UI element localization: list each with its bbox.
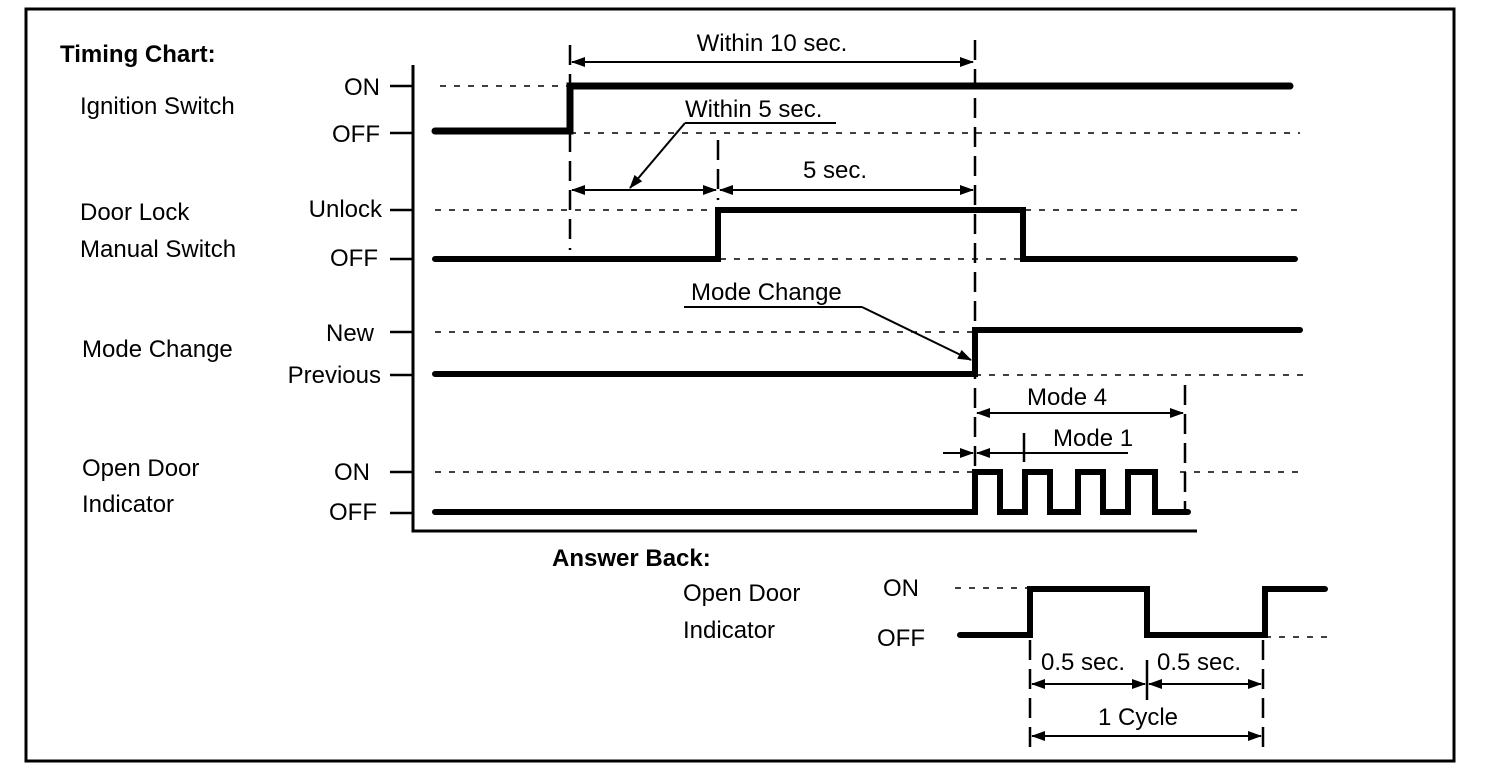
within-10-sec-label: Within 10 sec.	[697, 30, 848, 57]
mode-previous-level: Previous	[288, 362, 381, 389]
chart-axes	[411, 65, 1197, 533]
event-markers	[568, 40, 1187, 510]
mode-change-callout-label: Mode Change	[691, 279, 842, 306]
timing-chart-title: Timing Chart:	[60, 41, 216, 68]
open-door-waveform	[432, 469, 1191, 515]
ignition-switch-label: Ignition Switch	[80, 93, 235, 120]
answer-back-off-level: OFF	[877, 625, 925, 652]
five-sec-label: 5 sec.	[803, 157, 867, 184]
answer-back-indicator-label-1: Open Door	[683, 580, 800, 607]
mode-change-callout-leader	[861, 306, 972, 361]
open-door-label-2: Indicator	[82, 491, 174, 518]
reference-dashes	[435, 85, 1310, 473]
door-lock-unlock-level: Unlock	[309, 196, 383, 223]
level-ticks	[390, 84, 413, 515]
answer-back-on-level: ON	[883, 575, 919, 602]
answer-back-indicator-label-2: Indicator	[683, 617, 775, 644]
within-5-sec-label: Within 5 sec.	[685, 96, 822, 123]
open-door-on-level: ON	[334, 459, 370, 486]
open-door-label-1: Open Door	[82, 455, 199, 482]
door-lock-off-level: OFF	[330, 245, 378, 272]
door-lock-label-2: Manual Switch	[80, 236, 236, 263]
answer-back-title: Answer Back:	[552, 545, 711, 572]
ignition-switch-waveform	[431, 82, 1294, 135]
open-door-off-level: OFF	[329, 499, 377, 526]
mode-4-label: Mode 4	[1027, 384, 1107, 411]
within-5-sec-leader	[629, 122, 686, 189]
mode-new-level: New	[326, 320, 375, 347]
mode-change-label: Mode Change	[82, 336, 233, 363]
mode-1-label: Mode 1	[1053, 425, 1133, 452]
answer-back-markers	[1028, 640, 1265, 750]
ignition-off-level: OFF	[332, 121, 380, 148]
door-lock-waveform	[432, 207, 1298, 262]
answer-back-waveform	[957, 586, 1328, 638]
half-cycle-b-label: 0.5 sec.	[1157, 649, 1241, 676]
one-cycle-label: 1 Cycle	[1098, 704, 1178, 731]
ignition-on-level: ON	[344, 74, 380, 101]
mode-change-waveform	[432, 327, 1303, 377]
half-cycle-a-label: 0.5 sec.	[1041, 649, 1125, 676]
outer-frame	[24, 7, 1456, 763]
door-lock-label-1: Door Lock	[80, 199, 190, 226]
